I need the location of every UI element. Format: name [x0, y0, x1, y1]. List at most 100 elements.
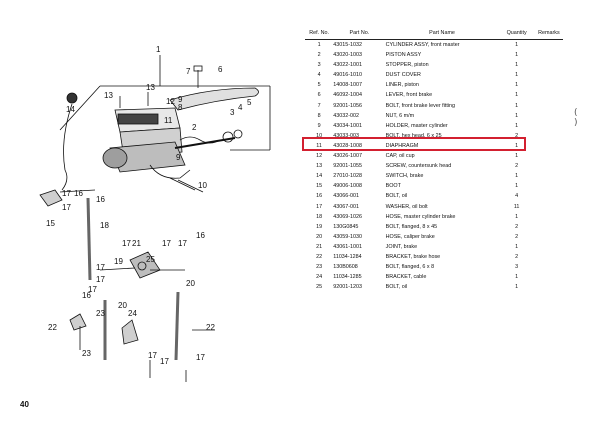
part-no-cell: 43066-001 — [333, 193, 359, 200]
diagram-label: 17 — [162, 239, 171, 248]
column-header-quantity: Quantity — [498, 27, 535, 40]
ref-no-cell: 2 — [317, 52, 321, 59]
quantity-cell: 2 — [515, 233, 519, 240]
remarks-cell — [535, 60, 563, 70]
diagram-label: 22 — [48, 323, 57, 332]
part-no-cell: 43022-1001 — [333, 62, 362, 69]
remarks-cell — [535, 40, 563, 51]
ref-no-cell: 15 — [316, 183, 323, 190]
quantity-cell: 1 — [515, 42, 519, 48]
diagram-label: 20 — [186, 279, 195, 288]
quantity-cell: 1 — [515, 173, 519, 180]
part-name-cell: LINER, piston — [385, 82, 419, 89]
parts-table: Ref. No. Part No. Part Name Quantity Rem… — [305, 27, 563, 292]
diagram-label: 17 — [160, 357, 169, 366]
part-no-cell: 43032-002 — [333, 112, 359, 119]
quantity-cell: 3 — [515, 264, 519, 271]
part-no-cell: 27010-1028 — [333, 173, 362, 180]
remarks-cell — [535, 151, 563, 161]
ref-no-cell: 5 — [317, 82, 321, 89]
page-number: 40 — [20, 400, 29, 409]
ref-no-cell: 16 — [316, 193, 323, 200]
ref-no-cell: 21 — [316, 243, 323, 250]
quantity-cell: 1 — [515, 102, 519, 109]
quantity-cell: 4 — [515, 193, 519, 200]
part-no-cell: 43067-001 — [333, 203, 359, 210]
remarks-cell — [535, 232, 563, 242]
quantity-cell: 2 — [515, 253, 519, 260]
remarks-cell — [535, 171, 563, 181]
highlight-box — [302, 137, 526, 151]
diagram-label: 20 — [118, 301, 127, 310]
column-header-ref-no: Ref. No. — [305, 27, 334, 40]
quantity-cell: 11 — [513, 203, 520, 210]
column-header-remarks: Remarks — [534, 27, 563, 40]
diagram-label: 25 — [146, 255, 155, 264]
ref-no-cell: 17 — [316, 203, 323, 210]
master-cylinder-assembly — [59, 55, 271, 193]
remarks-cell — [535, 161, 563, 171]
ref-no-cell: 8 — [317, 112, 321, 119]
part-no-cell: 46092-1004 — [333, 92, 362, 99]
diagram-label: 17 — [62, 203, 71, 212]
diagram-label: 17 — [178, 239, 187, 248]
diagram-label: 11 — [164, 116, 173, 125]
part-name-cell: BOLT, oil — [385, 284, 408, 291]
quantity-cell: 1 — [515, 243, 519, 250]
part-no-cell: 11034-1285 — [333, 274, 362, 281]
ref-no-cell: 12 — [316, 153, 323, 160]
part-no-cell: 43069-1026 — [333, 213, 362, 220]
remarks-cell — [535, 202, 563, 212]
part-no-cell: 130G0845 — [333, 223, 359, 230]
part-no-cell: 92001-1056 — [333, 102, 362, 109]
remarks-cell — [535, 181, 563, 191]
part-no-cell: 43020-1003 — [333, 52, 362, 59]
part-no-cell: 43033-003 — [333, 132, 359, 139]
part-name-cell: PISTON ASSY — [385, 52, 422, 59]
ref-no-cell: 14 — [316, 173, 323, 180]
diagram-label: 23 — [82, 349, 91, 358]
quantity-cell: 1 — [515, 213, 519, 220]
diagram-labels: 1 7 6 13 13 12 9 8 14 11 2 3 4 5 9 10 17… — [46, 45, 252, 366]
remarks-cell — [535, 131, 563, 141]
diagram-label: 5 — [247, 98, 252, 107]
part-no-cell: 92001-1203 — [333, 284, 362, 291]
remarks-cell — [535, 111, 563, 121]
quantity-cell: 1 — [515, 62, 519, 69]
ref-no-cell: 7 — [317, 102, 321, 109]
diagram-label: 17 — [88, 285, 97, 294]
part-no-cell: 130B0608 — [333, 264, 358, 271]
diagram-label: 17 — [62, 189, 71, 198]
part-name-cell: CAP, oil cup — [385, 153, 415, 160]
diagram-label: 1 — [156, 45, 161, 54]
part-no-cell: 14008-1007 — [333, 82, 362, 89]
ref-no-cell: 10 — [316, 132, 323, 139]
diagram-label: 13 — [104, 91, 113, 100]
diagram-label: 13 — [146, 83, 155, 92]
ref-no-cell: 22 — [316, 253, 323, 260]
quantity-cell: 2 — [515, 163, 519, 170]
part-name-cell: BRACKET, brake hose — [385, 253, 441, 260]
ref-no-cell: 23 — [316, 264, 323, 271]
diagram-label: 21 — [132, 239, 141, 248]
remarks-cell — [535, 252, 563, 262]
diagram-label: 19 — [114, 257, 123, 266]
remarks-cell — [535, 50, 563, 60]
